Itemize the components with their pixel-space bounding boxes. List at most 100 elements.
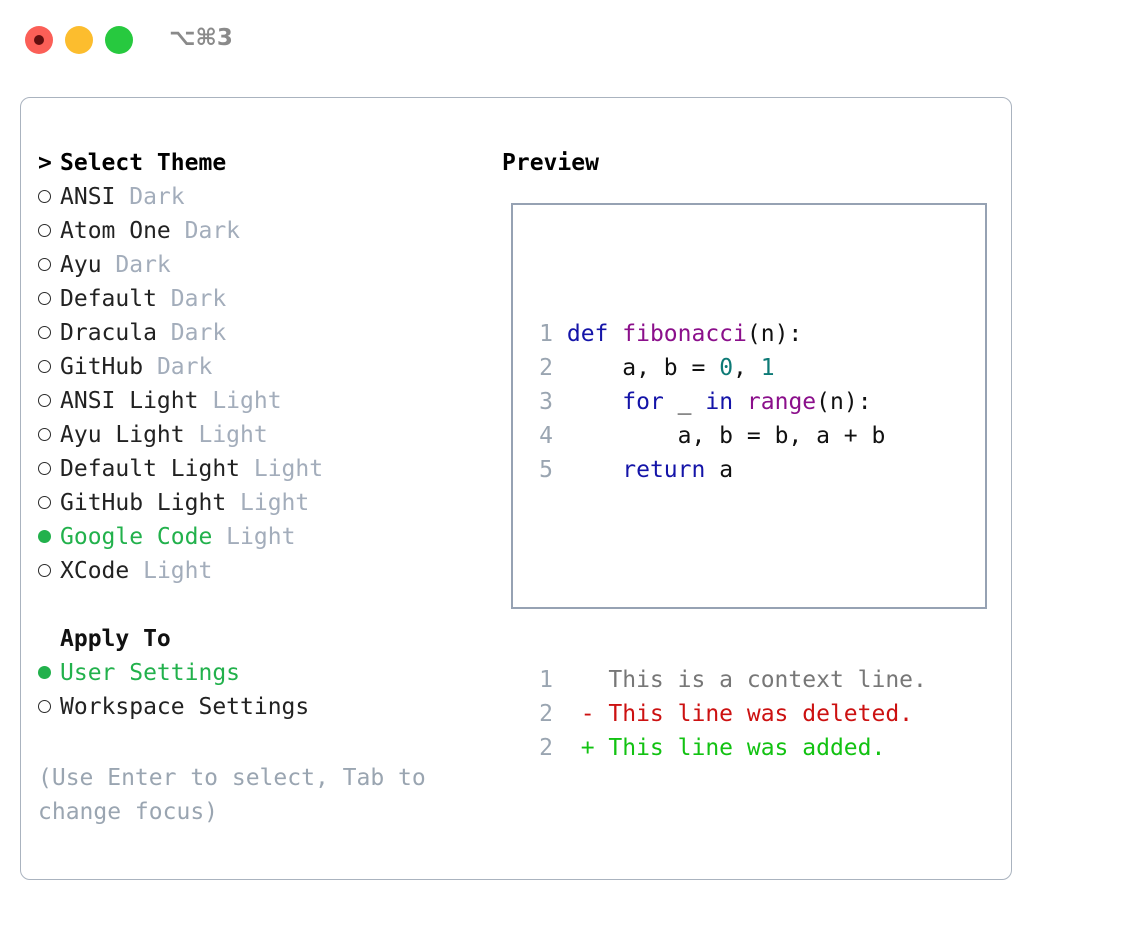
radio-dot xyxy=(38,224,51,237)
theme-name: Ayu Light xyxy=(60,422,185,448)
theme-list-item[interactable]: GitHub Dark xyxy=(38,350,478,384)
gutter-space xyxy=(553,355,567,381)
code-line: 5 return a xyxy=(527,453,927,487)
diff-marker: + xyxy=(553,735,609,761)
diff-line: 2 + This line was added. xyxy=(527,731,927,765)
code-token xyxy=(733,389,747,415)
code-token: a xyxy=(705,457,734,483)
theme-variant: Dark xyxy=(156,286,227,312)
code-token: def xyxy=(566,321,623,347)
line-number: 1 xyxy=(539,667,553,693)
radio-unselected-icon xyxy=(38,316,60,350)
code-token: (n): xyxy=(746,321,803,347)
theme-variant: Light xyxy=(226,490,310,516)
line-number: 2 xyxy=(539,701,553,727)
theme-name: GitHub Light xyxy=(60,490,227,516)
theme-variant: Dark xyxy=(170,218,241,244)
diff-line: 2 - This line was deleted. xyxy=(527,697,927,731)
theme-name: GitHub xyxy=(60,354,144,380)
theme-list-item[interactable]: Ayu Light Light xyxy=(38,418,478,452)
code-token: _ xyxy=(663,389,706,415)
apply-to-item[interactable]: Workspace Settings xyxy=(38,690,478,724)
theme-name: Dracula xyxy=(60,320,157,346)
code-line: 4 a, b = b, a + b xyxy=(527,419,927,453)
theme-name: ANSI xyxy=(60,184,116,210)
code-token: (n): xyxy=(816,389,872,415)
radio-unselected-icon xyxy=(38,248,60,282)
theme-list-item[interactable]: GitHub Light Light xyxy=(38,486,478,520)
radio-unselected-icon xyxy=(38,418,60,452)
radio-unselected-icon xyxy=(38,452,60,486)
keyboard-hint: (Use Enter to select, Tab to change focu… xyxy=(38,765,440,825)
code-token: 0 xyxy=(719,355,734,381)
radio-dot xyxy=(38,326,51,339)
theme-list-item[interactable]: Default Light Light xyxy=(38,452,478,486)
code-token xyxy=(567,389,622,415)
apply-to-item[interactable]: User Settings xyxy=(38,656,478,690)
theme-variant: Light xyxy=(129,558,213,584)
theme-list-item[interactable]: Dracula Dark xyxy=(38,316,478,350)
radio-dot xyxy=(38,496,51,509)
theme-list-item[interactable]: XCode Light xyxy=(38,554,478,588)
radio-dot xyxy=(38,258,51,271)
radio-dot xyxy=(38,360,51,373)
theme-list-item[interactable]: Google Code Light xyxy=(38,520,478,554)
line-number: 4 xyxy=(539,423,553,449)
code-diff-separator xyxy=(527,555,927,595)
gutter-space xyxy=(553,457,567,483)
code-token: fibonacci xyxy=(622,321,747,347)
radio-dot xyxy=(38,190,51,203)
theme-list-item[interactable]: ANSI Light Light xyxy=(38,384,478,418)
code-token: 1 xyxy=(760,355,775,381)
theme-list-item[interactable]: ANSI Dark xyxy=(38,180,478,214)
maximize-button[interactable] xyxy=(105,26,133,54)
radio-dot xyxy=(38,564,51,577)
theme-variant: Dark xyxy=(101,252,171,278)
theme-name: Default Light xyxy=(60,456,241,482)
radio-unselected-icon xyxy=(38,690,60,724)
diff-lines: 1 This is a context line. 2 - This line w… xyxy=(527,663,927,765)
radio-unselected-icon xyxy=(38,554,60,588)
radio-selected-icon xyxy=(38,520,60,554)
theme-variant: Light xyxy=(184,422,268,448)
theme-name: Atom One xyxy=(60,218,171,244)
diff-text: This line was deleted. xyxy=(608,701,914,727)
diff-marker: - xyxy=(553,701,609,727)
theme-list-item[interactable]: Ayu Dark xyxy=(38,248,478,282)
diff-text: This is a context line. xyxy=(608,667,927,693)
line-number: 1 xyxy=(539,321,553,347)
diff-text: This line was added. xyxy=(608,735,886,761)
theme-name: XCode xyxy=(60,558,130,584)
apply-to-label: User Settings xyxy=(60,660,241,686)
radio-unselected-icon xyxy=(38,486,60,520)
code-token: for xyxy=(622,389,664,415)
title-bar: ⌥⌘3 xyxy=(0,0,1140,78)
prompt-caret-icon: > xyxy=(38,150,66,176)
radio-dot xyxy=(38,292,51,305)
theme-list-item[interactable]: Default Dark xyxy=(38,282,478,316)
theme-name: Ayu xyxy=(60,252,102,278)
list-spacer xyxy=(38,588,478,622)
minimize-button[interactable] xyxy=(65,26,93,54)
line-number: 3 xyxy=(539,389,553,415)
radio-unselected-icon xyxy=(38,214,60,248)
theme-name: Default xyxy=(60,286,157,312)
theme-list-item[interactable]: Atom One Dark xyxy=(38,214,478,248)
gutter-space xyxy=(553,389,567,415)
radio-dot xyxy=(38,666,51,679)
keyboard-shortcut-label: ⌥⌘3 xyxy=(169,25,233,51)
diff-marker xyxy=(553,667,608,693)
radio-dot xyxy=(38,394,51,407)
code-token: in xyxy=(705,389,734,415)
theme-name: Google Code xyxy=(60,524,213,550)
radio-unselected-icon xyxy=(38,350,60,384)
code-token: a, b = b, a + b xyxy=(566,423,886,449)
radio-dot xyxy=(38,530,51,543)
close-button[interactable] xyxy=(25,26,53,54)
